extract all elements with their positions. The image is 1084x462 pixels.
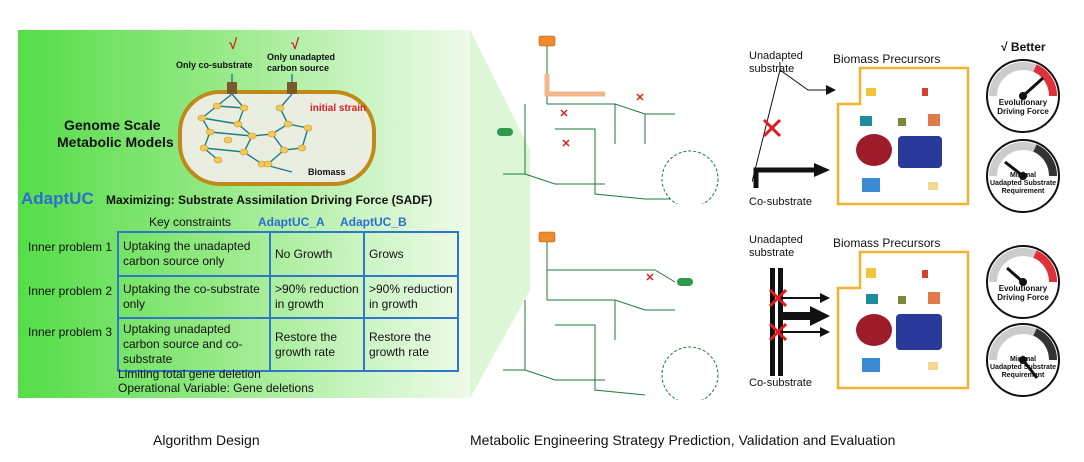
unadapted-label-top-2: substrate: [749, 63, 795, 75]
constraints-table: Uptaking the unadapted carbon source onl…: [117, 231, 459, 372]
gauge-label-min-2: Uadapted Substrate: [989, 180, 1057, 187]
gauge-label-edf-2: Driving Force: [997, 107, 1049, 116]
gauge-label-min-2: Uadapted Substrate: [989, 364, 1057, 371]
column-header-adaptuc-a: AdaptUC_A: [258, 215, 325, 229]
adaptuc-a-cell: No Growth: [269, 231, 365, 277]
adaptuc-b-cell: >90% reduction in growth: [363, 275, 459, 319]
carbon-label-line2: carbon source: [267, 63, 330, 73]
model-title-line2: Metabolic Models: [57, 134, 174, 150]
pathway-map-bottom: [503, 231, 719, 400]
unadapted-label-bottom-1: Unadapted: [749, 234, 803, 246]
gauge-label-edf-1: Evolutionary: [998, 98, 1048, 107]
gauge-label-min-1: Minimal: [1009, 356, 1037, 363]
substrate-check-mark: √: [229, 36, 238, 53]
footer-line2: Operational Variable: Gene deletions: [118, 381, 314, 395]
pathway-map-top: [497, 35, 719, 204]
adaptuc-b-cell: Grows: [363, 231, 459, 277]
flux-arrows-top: [752, 62, 836, 188]
metabolic-cell-diagram: [178, 74, 376, 186]
flux-arrows-bottom: [768, 268, 830, 376]
cosubstrate-label-top: Co-substrate: [749, 196, 812, 208]
unadapted-label-bottom-2: substrate: [749, 247, 795, 259]
panel-connector-shape: [470, 30, 530, 398]
footer-line1: Limiting total gene deletion: [118, 367, 261, 381]
biomass-label: Biomass: [308, 167, 346, 177]
column-header-constraints: Key constraints: [149, 215, 232, 229]
constraint-cell: Uptaking unadapted carbon source and co-…: [117, 317, 271, 372]
biomass-precursors-box-top: [836, 66, 970, 206]
initial-strain-label: initial strain: [310, 103, 367, 114]
substrate-label: Only co-substrate: [176, 60, 253, 70]
constraint-cell: Uptaking the co-substrate only: [117, 275, 271, 319]
gauge-label-min-1: Minimal: [1009, 172, 1037, 179]
cosubstrate-label-bottom: Co-substrate: [749, 377, 812, 389]
gauge-label-edf-1: Evolutionary: [998, 284, 1048, 293]
gauge-label-edf-2: Driving Force: [997, 293, 1049, 302]
row-label-3: Inner problem 3: [28, 325, 113, 339]
method-name: AdaptUC: [21, 189, 94, 208]
precursors-label-bottom: Biomass Precursors: [833, 236, 941, 250]
caption-algorithm-design: Algorithm Design: [153, 432, 260, 448]
adaptuc-a-cell: Restore the growth rate: [269, 317, 365, 372]
table-row: Uptaking the co-substrate only >90% redu…: [117, 275, 459, 319]
better-label: √ Better: [1001, 40, 1046, 54]
gauge-icon: [986, 245, 1060, 319]
model-title-line1: Genome Scale: [64, 117, 161, 133]
constraint-cell: Uptaking the unadapted carbon source onl…: [117, 231, 271, 277]
gauge-label-min-3: Requirement: [1001, 372, 1045, 379]
adaptuc-b-cell: Restore the growth rate: [363, 317, 459, 372]
caption-strategy-prediction: Metabolic Engineering Strategy Predictio…: [470, 432, 896, 448]
row-label-2: Inner problem 2: [28, 284, 113, 298]
precursors-label-top: Biomass Precursors: [833, 52, 941, 66]
table-row: Uptaking unadapted carbon source and co-…: [117, 317, 459, 372]
objective-text: Maximizing: Substrate Assimilation Drivi…: [106, 193, 433, 207]
column-header-adaptuc-b: AdaptUC_B: [340, 215, 407, 229]
carbon-label-line1: Only unadapted: [267, 52, 336, 62]
row-label-1: Inner problem 1: [28, 240, 113, 254]
table-row: Uptaking the unadapted carbon source onl…: [117, 231, 459, 277]
gauge-icon: [986, 139, 1060, 213]
gauge-label-min-3: Requirement: [1001, 188, 1045, 195]
gauge-icon: [986, 59, 1060, 133]
unadapted-label-top-1: Unadapted: [749, 50, 803, 62]
gauge-icon: [986, 323, 1060, 397]
biomass-precursors-box-bottom: [836, 250, 970, 390]
adaptuc-a-cell: >90% reduction in growth: [269, 275, 365, 319]
carbon-check-mark: √: [291, 36, 300, 53]
